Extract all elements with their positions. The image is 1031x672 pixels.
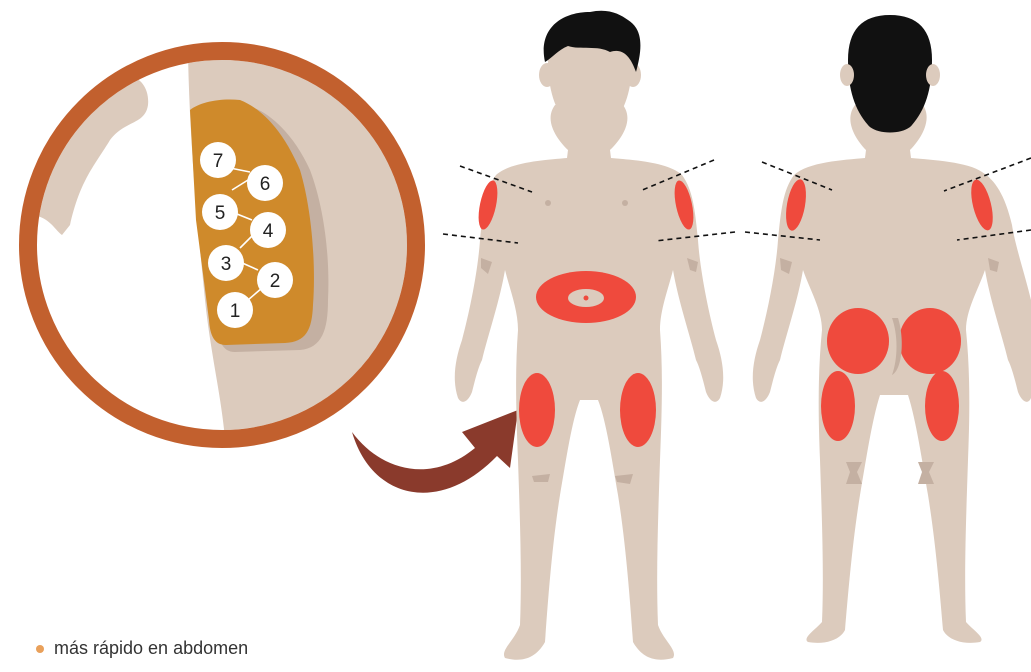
rotation-site-3: 3	[208, 245, 244, 281]
rotation-site-6: 6	[247, 165, 283, 201]
svg-text:7: 7	[213, 151, 224, 172]
bullet-dot-icon	[36, 645, 44, 653]
rotation-site-7: 7	[200, 142, 236, 178]
svg-text:3: 3	[221, 254, 232, 275]
front-ear-right	[625, 63, 641, 87]
magnifier: 1 2 3 4 5 6 7	[28, 51, 430, 440]
back-zone-thigh-left	[821, 371, 855, 441]
front-zone-thigh-left	[519, 373, 555, 447]
svg-text:6: 6	[260, 174, 271, 195]
rotation-site-2: 2	[257, 262, 293, 298]
back-zone-buttock-left	[827, 308, 889, 374]
svg-text:5: 5	[215, 203, 226, 224]
rotation-site-1: 1	[217, 292, 253, 328]
svg-text:1: 1	[230, 301, 241, 322]
back-zone-thigh-right	[925, 371, 959, 441]
svg-text:4: 4	[263, 221, 274, 242]
rotation-site-5: 5	[202, 194, 238, 230]
legend-label: más rápido en abdomen	[54, 638, 248, 659]
navel	[584, 296, 589, 301]
back-zone-buttock-right	[899, 308, 961, 374]
svg-text:2: 2	[270, 271, 281, 292]
legend: más rápido en abdomen	[36, 638, 248, 659]
front-zone-thigh-right	[620, 373, 656, 447]
back-figure	[745, 15, 1031, 643]
front-ear-left	[539, 63, 555, 87]
zoom-arrow-icon	[352, 410, 518, 493]
rotation-site-4: 4	[250, 212, 286, 248]
front-figure	[443, 11, 735, 660]
